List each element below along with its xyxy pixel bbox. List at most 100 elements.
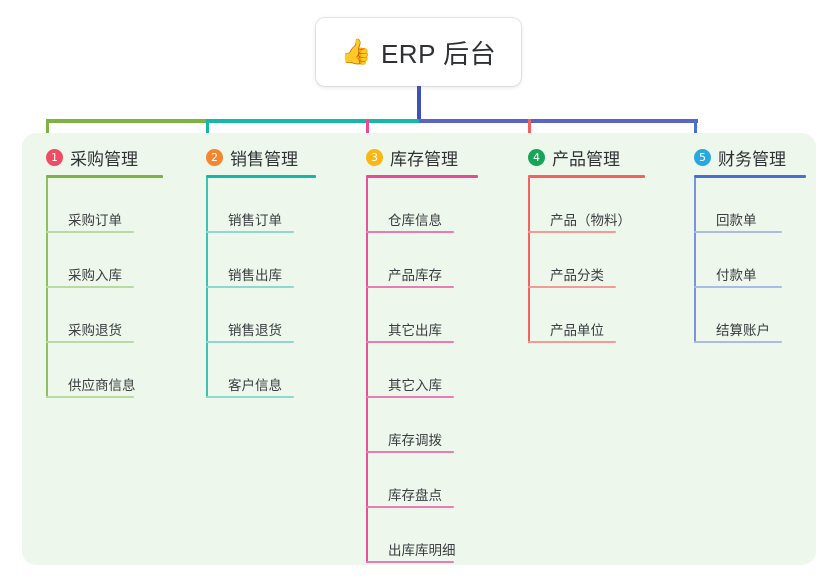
module-item-rule: [528, 231, 616, 233]
module-item-rule: [206, 286, 294, 288]
module-item-rule: [694, 286, 782, 288]
module-header-2[interactable]: 2 销售管理: [206, 144, 316, 170]
module-item[interactable]: 采购退货: [46, 288, 164, 343]
module-item[interactable]: 付款单: [694, 233, 806, 288]
modules-panel: [22, 133, 816, 565]
module-spine-5: [694, 178, 696, 343]
module-item-label: 采购订单: [68, 213, 122, 228]
module-title-1: 采购管理: [70, 149, 138, 169]
module-header-4[interactable]: 4 产品管理: [528, 144, 646, 170]
module-item-label: 销售出库: [228, 268, 282, 283]
module-item-rule: [366, 451, 454, 453]
module-item-label: 销售订单: [228, 213, 282, 228]
module-item-label: 结算账户: [716, 323, 770, 338]
trunk-line: [417, 86, 421, 121]
module-column-采购管理: 1 采购管理采购订单采购入库采购退货供应商信息: [46, 144, 164, 398]
module-item[interactable]: 出库库明细: [366, 508, 478, 563]
module-badge-1: 1: [46, 148, 63, 166]
module-item[interactable]: 库存调拨: [366, 398, 478, 453]
module-spine-4: [528, 178, 530, 343]
module-item-label: 其它入库: [388, 378, 442, 393]
module-spine-1: [46, 178, 48, 398]
module-item[interactable]: 销售出库: [206, 233, 316, 288]
module-item[interactable]: 供应商信息: [46, 343, 164, 398]
module-item[interactable]: 回款单: [694, 178, 806, 233]
module-item-label: 其它出库: [388, 323, 442, 338]
module-header-rule-3: [366, 175, 478, 178]
module-header-rule-1: [46, 175, 163, 178]
module-badge-4: 4: [528, 148, 545, 166]
thumbs-up-icon: 👍: [340, 37, 372, 66]
module-badge-3: 3: [366, 148, 383, 166]
module-spine-2: [206, 178, 208, 398]
module-item-rule: [366, 396, 454, 398]
module-item-label: 采购入库: [68, 268, 122, 283]
module-item-label: 供应商信息: [68, 378, 136, 393]
module-item-rule: [46, 231, 134, 233]
module-item-list-1: 采购订单采购入库采购退货供应商信息: [46, 178, 164, 398]
module-item[interactable]: 销售订单: [206, 178, 316, 233]
module-item-label: 产品单位: [550, 323, 604, 338]
module-item-rule: [528, 286, 616, 288]
module-title-4: 产品管理: [552, 149, 620, 169]
module-header-3[interactable]: 3 库存管理: [366, 144, 478, 170]
module-item-rule: [528, 341, 616, 343]
bus-segment-right: [419, 119, 698, 123]
module-item[interactable]: 客户信息: [206, 343, 316, 398]
module-item-label: 产品库存: [388, 268, 442, 283]
module-column-财务管理: 5 财务管理回款单付款单结算账户: [694, 144, 806, 343]
module-header-rule-2: [206, 175, 316, 178]
module-item-rule: [206, 396, 294, 398]
module-badge-5: 5: [694, 148, 711, 166]
module-title-2: 销售管理: [230, 149, 298, 169]
module-item-list-5: 回款单付款单结算账户: [694, 178, 806, 343]
module-item[interactable]: 产品分类: [528, 233, 646, 288]
module-header-5[interactable]: 5 财务管理: [694, 144, 806, 170]
bus-segment-mid: [206, 119, 421, 123]
module-item[interactable]: 产品库存: [366, 233, 478, 288]
module-item-label: 销售退货: [228, 323, 282, 338]
module-item-list-2: 销售订单销售出库销售退货客户信息: [206, 178, 316, 398]
module-item-rule: [694, 231, 782, 233]
module-item[interactable]: 产品单位: [528, 288, 646, 343]
module-item-rule: [366, 286, 454, 288]
module-item-label: 付款单: [716, 268, 757, 283]
module-item-list-4: 产品（物料） 产品分类产品单位: [528, 178, 646, 343]
module-column-销售管理: 2 销售管理销售订单销售出库销售退货客户信息: [206, 144, 316, 398]
module-item-label: 出库库明细: [388, 543, 456, 558]
module-item[interactable]: 销售退货: [206, 288, 316, 343]
module-item[interactable]: 产品（物料）: [528, 178, 646, 233]
module-item-label: 产品（物料）: [550, 213, 631, 228]
module-title-5: 财务管理: [718, 149, 786, 169]
module-item-rule: [206, 341, 294, 343]
module-item[interactable]: 其它出库: [366, 288, 478, 343]
root-node-card[interactable]: 👍 ERP 后台: [316, 18, 521, 86]
module-header-rule-4: [528, 175, 645, 178]
module-item-label: 库存盘点: [388, 488, 442, 503]
module-item[interactable]: 结算账户: [694, 288, 806, 343]
module-header-rule-5: [694, 175, 806, 178]
module-item-rule: [366, 561, 454, 563]
module-title-3: 库存管理: [390, 149, 458, 169]
module-item[interactable]: 仓库信息: [366, 178, 478, 233]
module-item[interactable]: 采购入库: [46, 233, 164, 288]
module-item-rule: [46, 396, 134, 398]
module-item-list-3: 仓库信息产品库存其它出库其它入库库存调拨库存盘点出库库明细: [366, 178, 478, 563]
module-item[interactable]: 其它入库: [366, 343, 478, 398]
module-item-rule: [46, 286, 134, 288]
module-column-库存管理: 3 库存管理仓库信息产品库存其它出库其它入库库存调拨库存盘点出库库明细: [366, 144, 478, 563]
module-badge-2: 2: [206, 148, 223, 166]
module-header-1[interactable]: 1 采购管理: [46, 144, 164, 170]
module-column-产品管理: 4 产品管理产品（物料） 产品分类产品单位: [528, 144, 646, 343]
module-item-rule: [366, 506, 454, 508]
module-item-rule: [206, 231, 294, 233]
module-item[interactable]: 采购订单: [46, 178, 164, 233]
root-node-title: ERP 后台: [380, 38, 497, 69]
module-item-label: 回款单: [716, 213, 757, 228]
module-item-label: 产品分类: [550, 268, 604, 283]
module-item-label: 采购退货: [68, 323, 122, 338]
module-item[interactable]: 库存盘点: [366, 453, 478, 508]
module-item-rule: [694, 341, 782, 343]
bus-segment-left: [46, 119, 208, 123]
